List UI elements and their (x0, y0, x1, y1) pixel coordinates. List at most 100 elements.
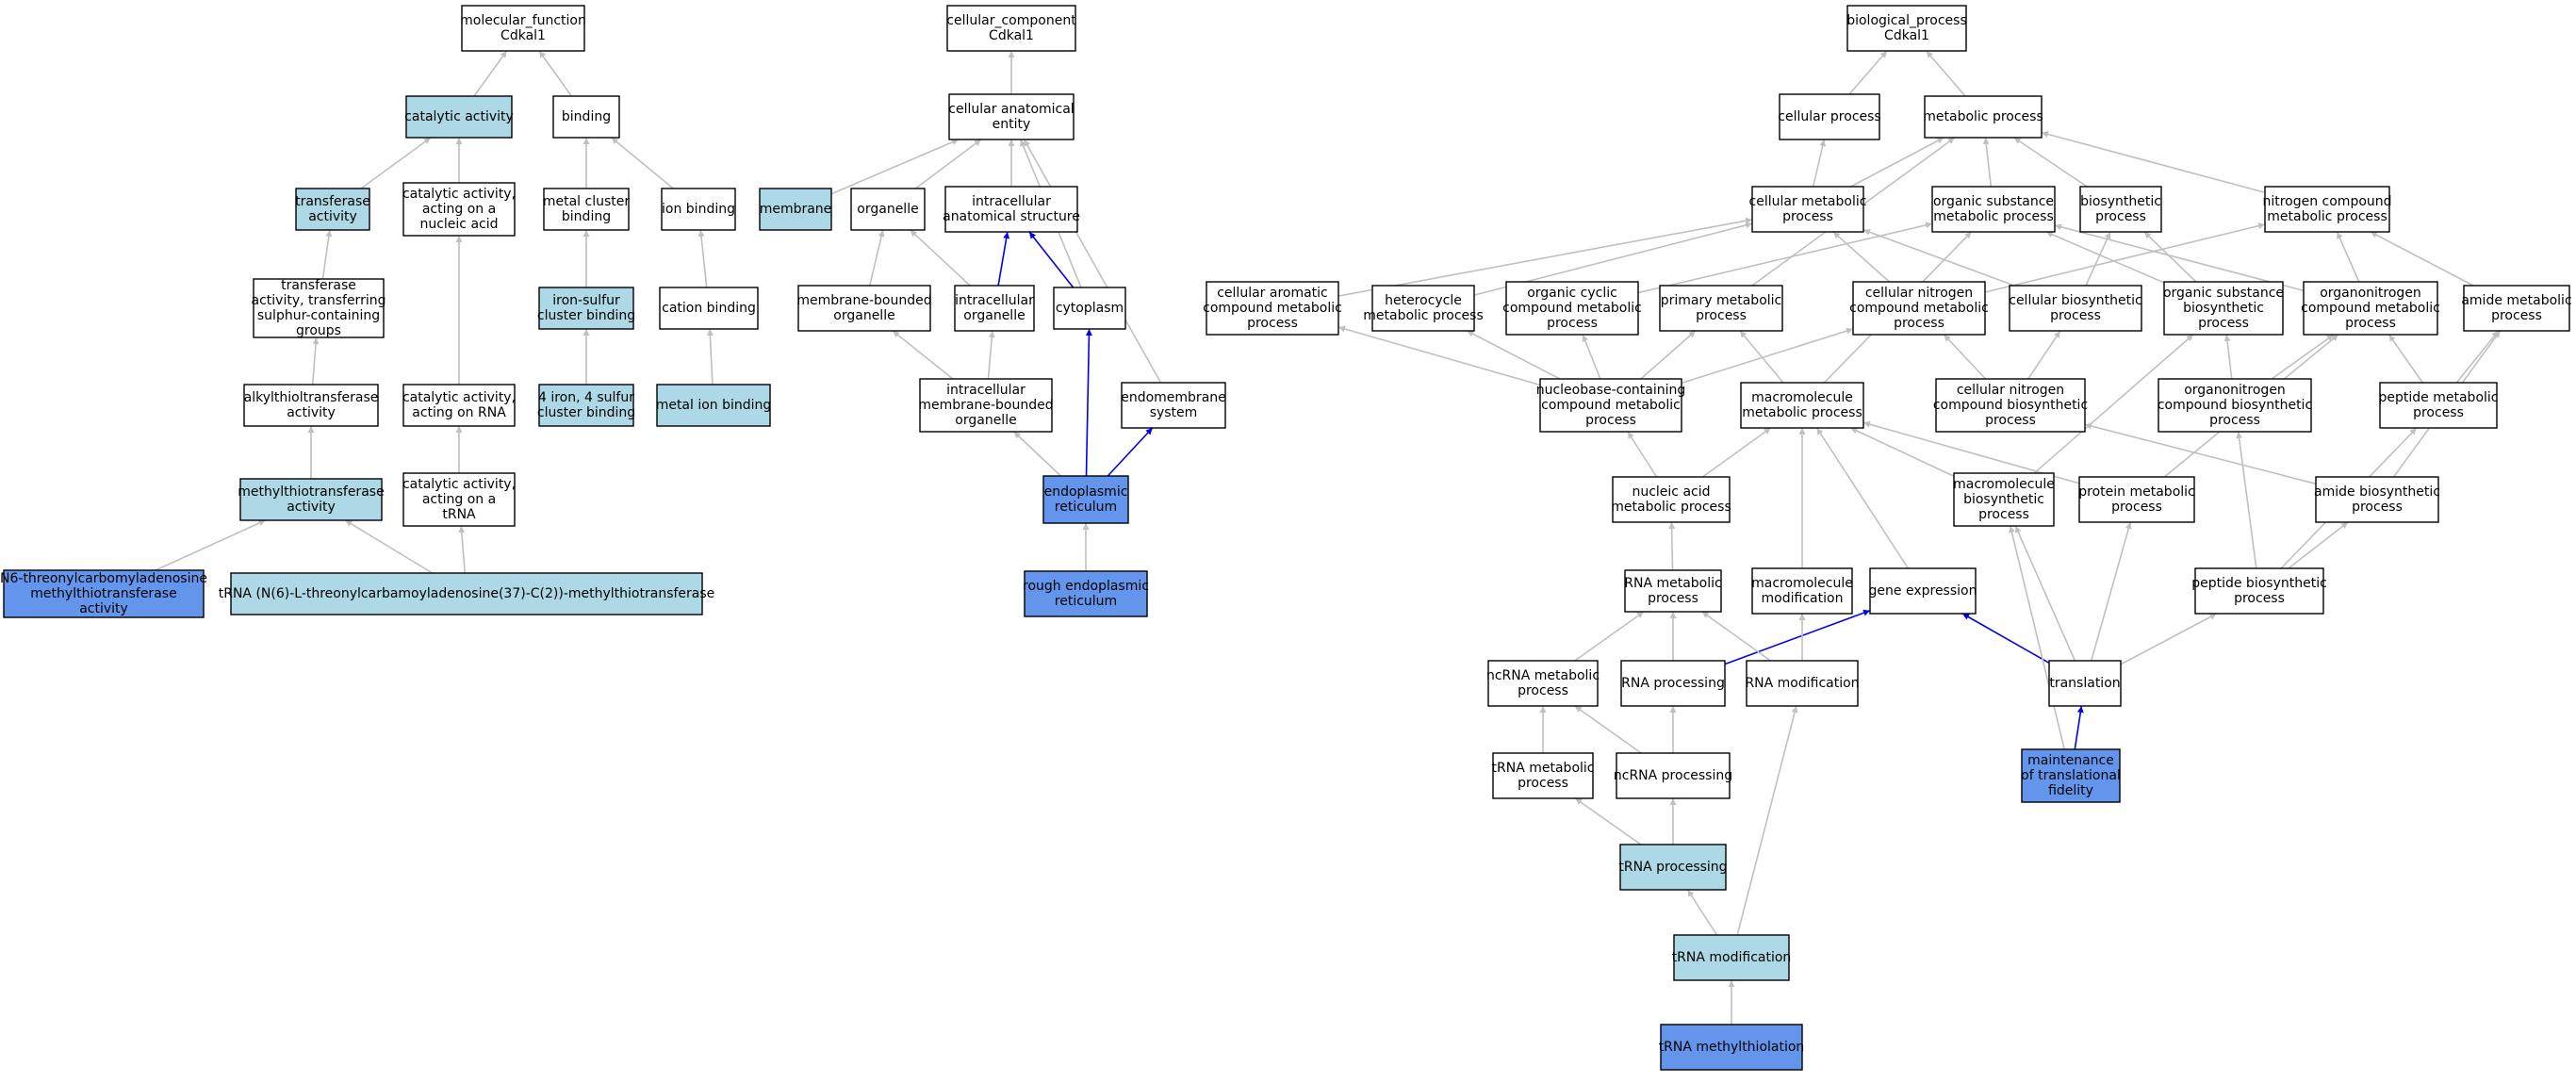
node-label-line: protein metabolic (2078, 484, 2194, 500)
go-term-node-rnamod[interactable]: RNA modification (1745, 660, 1860, 707)
node-label-line: primary metabolic (1661, 293, 1782, 308)
node-label-line: process (1247, 316, 1298, 331)
edge-cncbp-to-cncmp (1943, 334, 1987, 380)
go-term-node-cation_binding[interactable]: cation binding (659, 287, 759, 330)
edge-translation-to-protmp (2091, 521, 2132, 662)
go-term-node-metal_ion[interactable]: metal ion binding (656, 384, 772, 427)
edge-translation-to-macbp (2014, 525, 2076, 662)
go-term-node-met_proc[interactable]: metabolic process (1923, 95, 2043, 139)
go-term-node-cytoplasm[interactable]: cytoplasm (1053, 287, 1126, 330)
node-box (1924, 95, 2043, 139)
edge-biosyn-to-met_proc (2013, 137, 2088, 188)
edge-rnaproc-to-geneexp (1724, 609, 1871, 665)
go-term-node-catalytic[interactable]: catalytic activity (404, 95, 514, 139)
node-label-line: rough endoplasmic (1023, 579, 1149, 594)
node-label-line: intracellular (955, 293, 1034, 308)
node-label-line: Cdkal1 (500, 28, 546, 43)
go-term-node-trnaproc[interactable]: tRNA processing (1618, 844, 1728, 891)
go-term-node-geneexp[interactable]: gene expression (1869, 567, 1977, 615)
node-label-line: organic cyclic (1527, 286, 1617, 301)
go-term-node-membrane[interactable]: membrane (759, 188, 832, 231)
node-box (1371, 285, 1475, 332)
node-label-line: activity (287, 500, 336, 515)
node-label-line: organic substance (1933, 194, 2054, 209)
node-label-line: endoplasmic (1044, 484, 1128, 500)
go-term-node-organelle[interactable]: organelle (850, 188, 926, 231)
go-term-node-n6_thre[interactable]: N6-threonylcarbomyladenosinemethylthiotr… (0, 569, 207, 618)
node-label-line: metal cluster (543, 194, 631, 209)
node-box (405, 95, 513, 139)
node-label-line: cellular process (1778, 109, 1880, 124)
node-box (2158, 378, 2312, 433)
go-term-node-rnaproc[interactable]: RNA processing (1620, 660, 1726, 707)
go-term-node-cat_rna[interactable]: catalytic activity,acting on RNA (402, 384, 516, 427)
go-term-node-ion_binding[interactable]: ion binding (661, 188, 736, 231)
node-label-line: acting on RNA (412, 405, 506, 420)
node-label-line: catalytic activity, (402, 187, 516, 202)
node-label-line: alkylthioltransferase (244, 390, 379, 405)
node-label-line: biosynthetic (1963, 492, 2044, 507)
go-term-node-trnamod[interactable]: tRNA modification (1672, 934, 1792, 981)
node-box (1487, 660, 1599, 707)
go-term-node-trna_n6[interactable]: tRNA (N(6)-L-threonylcarbamoyladenosine(… (219, 572, 715, 615)
node-label-line: endomembrane (1121, 390, 1226, 405)
go-term-node-cell_proc[interactable]: cellular process (1778, 93, 1881, 140)
go-term-node-ncrnaproc[interactable]: ncRNA processing (1614, 752, 1732, 799)
go-term-node-translation[interactable]: translation (2048, 660, 2122, 707)
node-box (1053, 287, 1126, 330)
go-term-node-trnamethyl[interactable]: tRNA methylthiolation (1659, 1024, 1805, 1071)
node-label-line: cytoplasm (1056, 301, 1124, 316)
node-label-line: groups (296, 323, 341, 338)
node-box (2379, 382, 2498, 429)
go-term-node-binding[interactable]: binding (552, 95, 620, 139)
